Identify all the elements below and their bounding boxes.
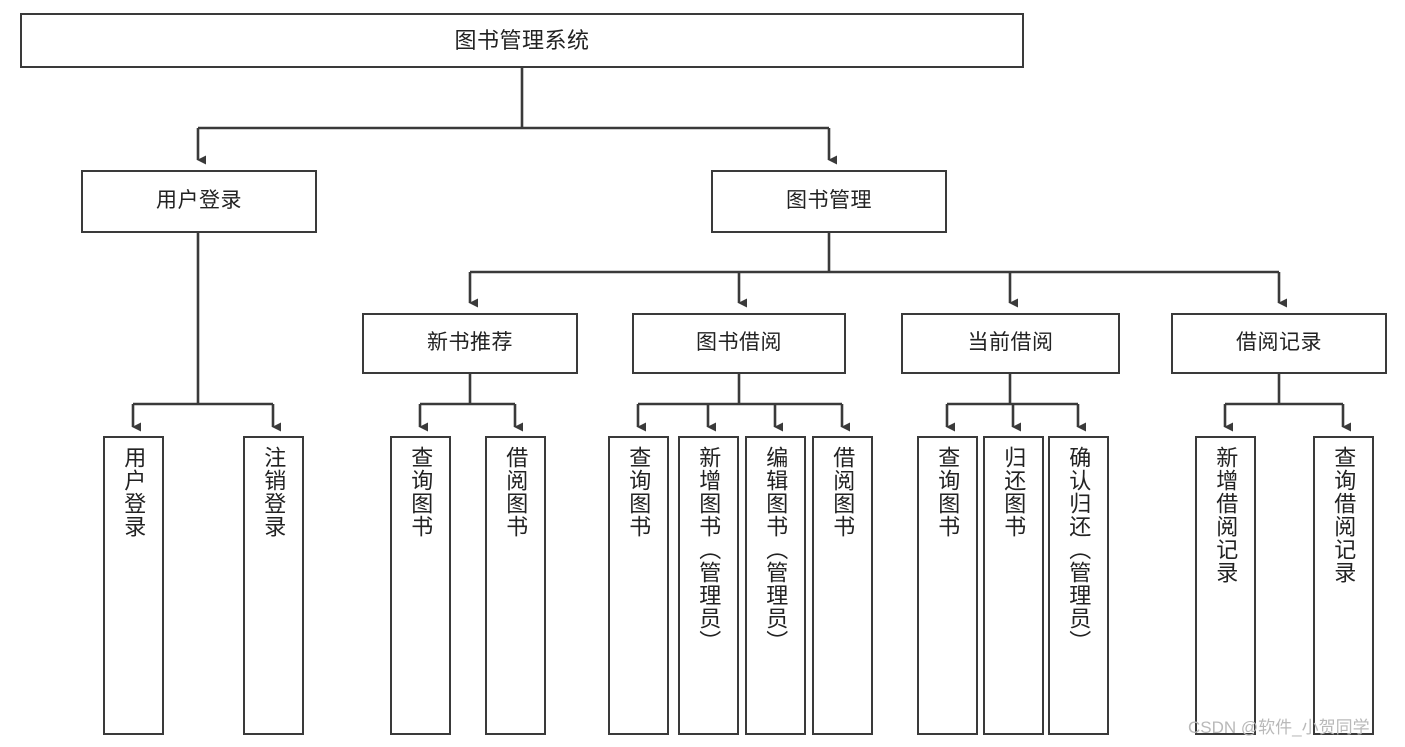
node-new-book-recommend[interactable]: 新书推荐 bbox=[362, 313, 578, 374]
node-book-borrow[interactable]: 图书借阅 bbox=[632, 313, 846, 374]
node-label: 当前借阅 bbox=[967, 331, 1054, 355]
csdn-watermark: CSDN @软件_小贺同学 bbox=[1188, 718, 1370, 737]
node-label: 确认归还（管理员） bbox=[1066, 446, 1092, 653]
node-leaf-query-book-2[interactable]: 查询图书 bbox=[608, 436, 669, 735]
node-label: 新增图书（管理员） bbox=[696, 446, 722, 653]
node-root-system[interactable]: 图书管理系统 bbox=[20, 13, 1024, 68]
node-label: 借阅记录 bbox=[1236, 331, 1322, 355]
node-leaf-query-record[interactable]: 查询借阅记录 bbox=[1313, 436, 1374, 735]
node-label: 编辑图书（管理员） bbox=[763, 446, 789, 653]
node-leaf-add-book[interactable]: 新增图书（管理员） bbox=[678, 436, 739, 735]
node-label: 图书管理 bbox=[786, 189, 872, 213]
node-leaf-confirm-return[interactable]: 确认归还（管理员） bbox=[1048, 436, 1109, 735]
node-current-borrow[interactable]: 当前借阅 bbox=[901, 313, 1120, 374]
node-label: 查询图书 bbox=[626, 446, 652, 538]
node-label: 新增借阅记录 bbox=[1213, 446, 1239, 584]
node-leaf-user-login[interactable]: 用户登录 bbox=[103, 436, 164, 735]
node-label: 借阅图书 bbox=[830, 446, 856, 538]
node-leaf-add-record[interactable]: 新增借阅记录 bbox=[1195, 436, 1256, 735]
node-borrow-record[interactable]: 借阅记录 bbox=[1171, 313, 1387, 374]
node-leaf-return-book[interactable]: 归还图书 bbox=[983, 436, 1044, 735]
node-leaf-query-book-1[interactable]: 查询图书 bbox=[390, 436, 451, 735]
node-label: 图书管理系统 bbox=[454, 27, 590, 53]
node-leaf-borrow-book-2[interactable]: 借阅图书 bbox=[812, 436, 873, 735]
node-label: 用户登录 bbox=[121, 446, 147, 538]
node-label: 查询借阅记录 bbox=[1331, 446, 1357, 584]
node-book-manage[interactable]: 图书管理 bbox=[711, 170, 947, 233]
node-leaf-edit-book[interactable]: 编辑图书（管理员） bbox=[745, 436, 806, 735]
node-label: 新书推荐 bbox=[427, 331, 513, 355]
node-leaf-query-book-3[interactable]: 查询图书 bbox=[917, 436, 978, 735]
node-label: 查询图书 bbox=[408, 446, 434, 538]
node-leaf-logout[interactable]: 注销登录 bbox=[243, 436, 304, 735]
node-label: 借阅图书 bbox=[503, 446, 529, 538]
node-label: 用户登录 bbox=[156, 189, 242, 213]
node-user-login[interactable]: 用户登录 bbox=[81, 170, 317, 233]
node-leaf-borrow-book-1[interactable]: 借阅图书 bbox=[485, 436, 546, 735]
node-label: 归还图书 bbox=[1001, 446, 1027, 538]
node-label: 图书借阅 bbox=[696, 331, 782, 355]
node-label: 注销登录 bbox=[261, 446, 287, 538]
node-label: 查询图书 bbox=[935, 446, 961, 538]
